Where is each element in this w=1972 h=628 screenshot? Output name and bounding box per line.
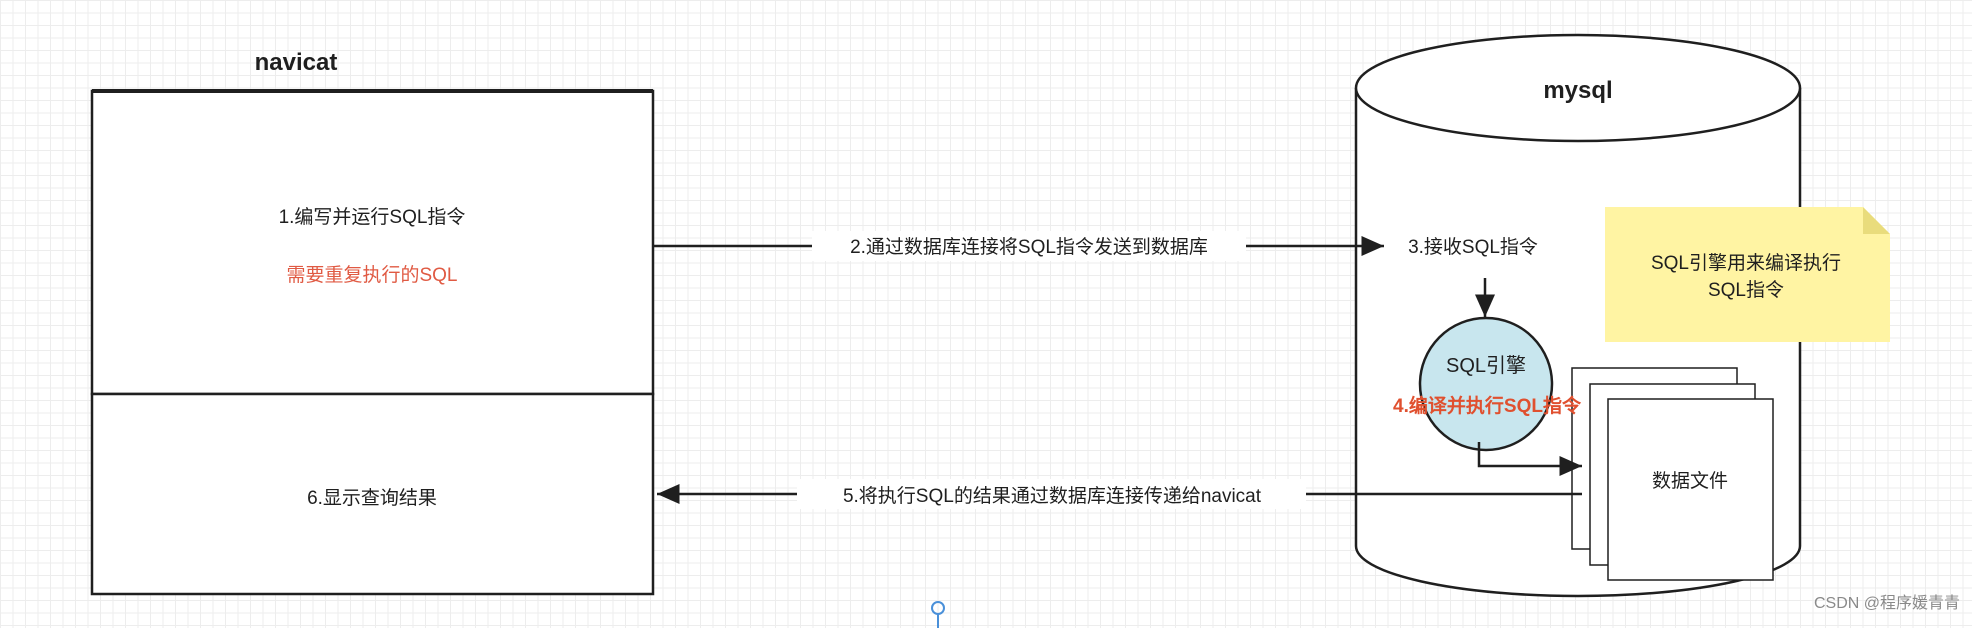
data-file-sheet-front[interactable] bbox=[1607, 398, 1774, 581]
repeat-sql-note: 需要重复执行的SQL bbox=[286, 264, 457, 286]
mysql-cylinder-top bbox=[1354, 33, 1802, 143]
sticky-note-fold bbox=[1863, 207, 1890, 234]
sticky-note-line2: SQL指令 bbox=[1708, 279, 1784, 301]
sql-engine-circle[interactable] bbox=[1418, 316, 1554, 452]
navicat-title: navicat bbox=[255, 49, 338, 76]
step5-label: 5.将执行SQL的结果通过数据库连接传递给navicat bbox=[843, 485, 1262, 507]
step4-label: 4.编译并执行SQL指令 bbox=[1393, 394, 1582, 417]
step2-label: 2.通过数据库连接将SQL指令发送到数据库 bbox=[850, 236, 1208, 258]
sticky-note[interactable] bbox=[1605, 207, 1890, 342]
navicat-top-box[interactable] bbox=[90, 89, 655, 396]
step1-label: 1.编写并运行SQL指令 bbox=[279, 206, 466, 228]
connection-point-handle[interactable] bbox=[931, 601, 945, 615]
csdn-watermark: CSDN @程序媛青青 bbox=[1814, 594, 1960, 612]
step3-label: 3.接收SQL指令 bbox=[1408, 236, 1538, 258]
step6-label: 6.显示查询结果 bbox=[307, 487, 437, 509]
mysql-title: mysql bbox=[1543, 77, 1612, 104]
sql-engine-label: SQL引擎 bbox=[1446, 354, 1526, 377]
data-files-label: 数据文件 bbox=[1652, 470, 1728, 492]
step5-label-bg bbox=[797, 479, 1306, 509]
sticky-note-line1: SQL引擎用来编译执行 bbox=[1651, 252, 1841, 274]
navicat-bottom-box[interactable] bbox=[90, 392, 655, 596]
step2-label-bg bbox=[812, 231, 1246, 261]
engine-to-datafile-arrow bbox=[1477, 442, 1582, 476]
